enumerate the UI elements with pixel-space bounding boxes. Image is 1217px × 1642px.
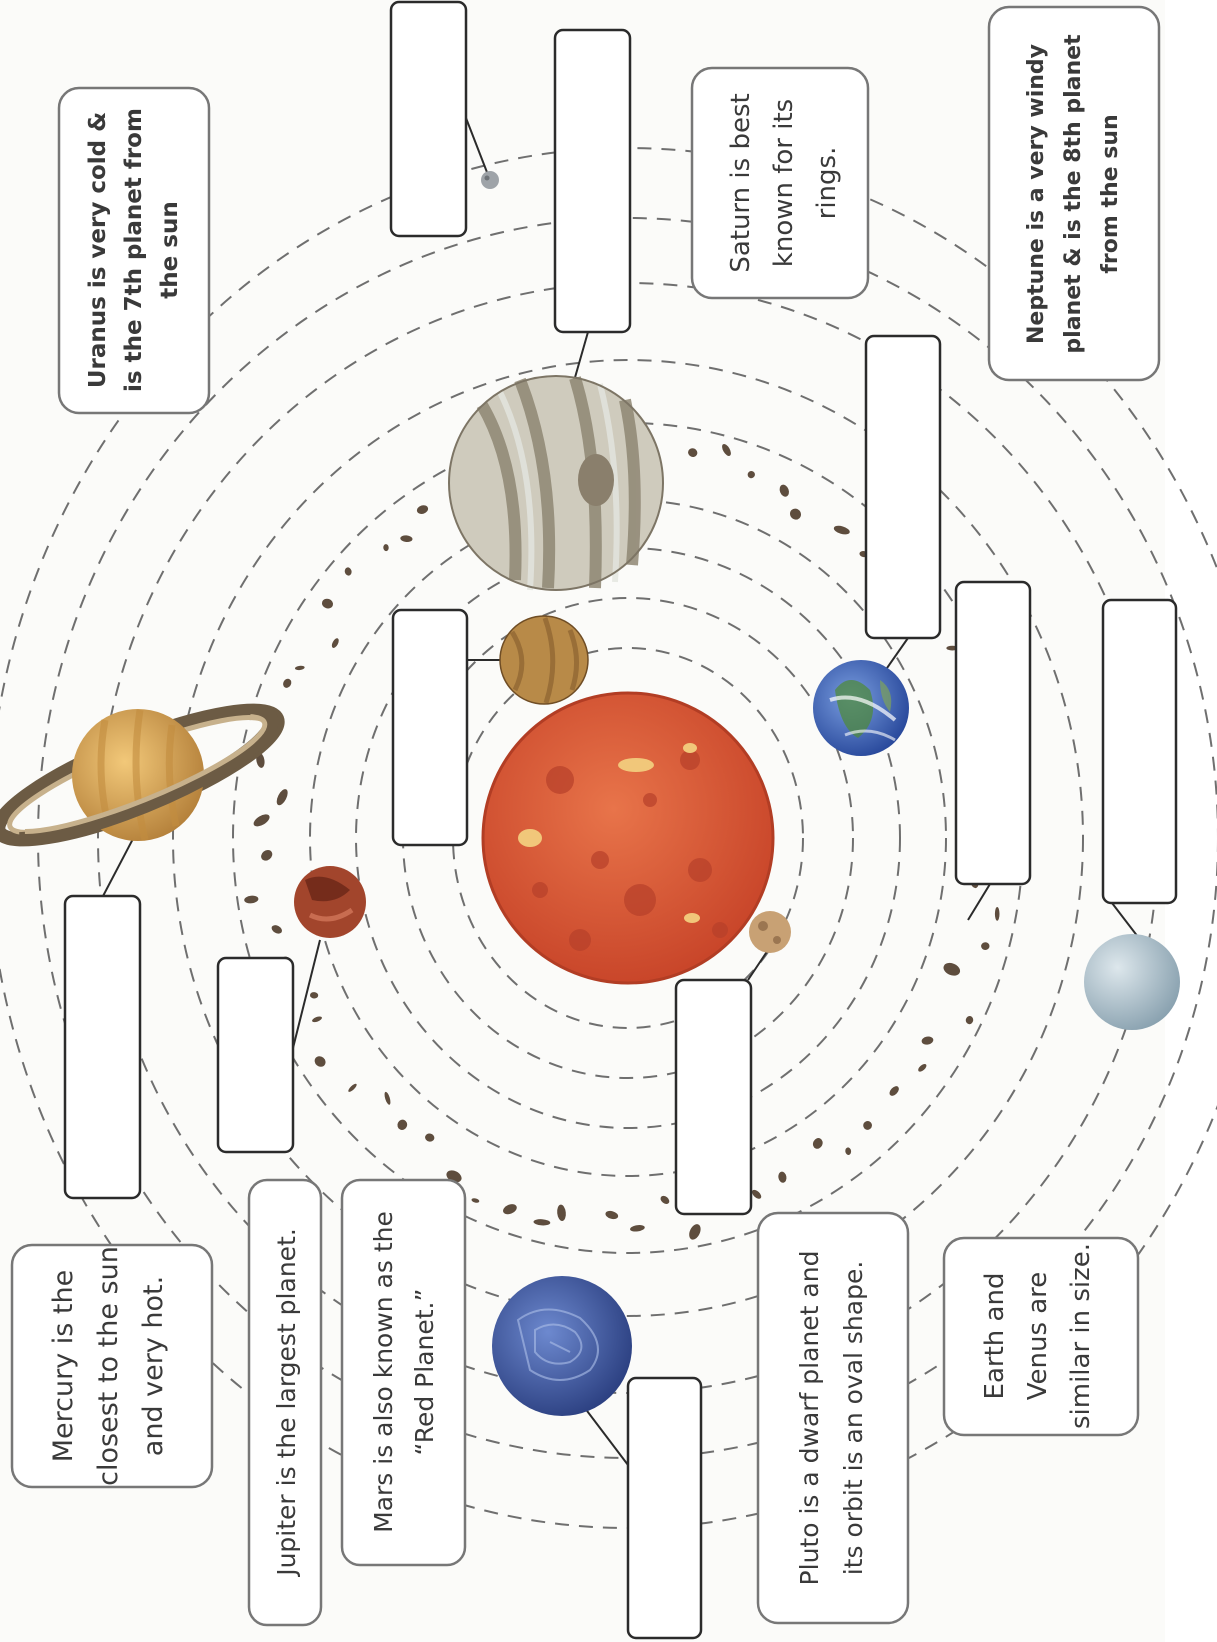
asteroid bbox=[943, 962, 961, 976]
asteroid bbox=[314, 1056, 326, 1067]
asteroid bbox=[271, 925, 283, 934]
asteroid bbox=[283, 678, 292, 688]
asteroid bbox=[425, 1133, 435, 1142]
asteroid bbox=[503, 1204, 517, 1215]
asteroid bbox=[965, 1016, 974, 1025]
fact-earth-venus-line-3: similar in size. bbox=[1066, 1243, 1096, 1429]
asteroid bbox=[310, 992, 319, 999]
fact-uranus-line-3: the sun bbox=[157, 201, 183, 298]
label-box-saturn[interactable] bbox=[63, 894, 142, 1200]
earth-planet bbox=[813, 660, 909, 756]
fact-jupiter-line-1: Jupiter is the largest planet. bbox=[272, 1228, 301, 1578]
neptune-planet bbox=[492, 1276, 632, 1416]
asteroid bbox=[312, 1016, 322, 1023]
asteroid bbox=[294, 665, 305, 671]
uranus-planet bbox=[1084, 934, 1180, 1030]
fact-earth-venus: Earth and Venus are similar in size. bbox=[980, 1243, 1096, 1429]
fact-mercury-line-3: and very hot. bbox=[138, 1276, 169, 1456]
fact-neptune-line-2: planet & is the 8th planet bbox=[1061, 34, 1086, 354]
label-box-moon[interactable] bbox=[389, 0, 468, 238]
asteroid bbox=[779, 484, 789, 497]
asteroid bbox=[751, 1189, 762, 1199]
orbit-path bbox=[172, 359, 1084, 1317]
label-box-uranus[interactable] bbox=[1101, 598, 1178, 905]
fact-neptune-line-3: from the sun bbox=[1098, 114, 1123, 273]
fact-mars-line-2: “Red Planet.” bbox=[410, 1289, 439, 1456]
label-box-mercury[interactable] bbox=[674, 978, 753, 1216]
asteroid bbox=[321, 598, 334, 609]
asteroid bbox=[630, 1225, 645, 1232]
asteroid bbox=[383, 544, 389, 552]
asteroid bbox=[276, 789, 288, 806]
moon bbox=[481, 171, 499, 189]
asteroid bbox=[331, 638, 339, 648]
fact-uranus-line-2: is the 7th planet from bbox=[121, 108, 147, 392]
asteroid bbox=[918, 1063, 927, 1072]
asteroid bbox=[747, 470, 755, 479]
fact-pluto: Pluto is a dwarf planet and its orbit is… bbox=[795, 1251, 868, 1586]
asteroid bbox=[471, 1198, 480, 1203]
asteroid bbox=[845, 1147, 852, 1155]
asteroid bbox=[344, 567, 352, 576]
fact-saturn-line-2: known for its bbox=[769, 99, 799, 267]
fact-box-frames bbox=[10, 5, 1161, 1627]
asteroid bbox=[533, 1219, 551, 1226]
mars-planet bbox=[294, 866, 366, 938]
asteroid bbox=[416, 505, 429, 514]
asteroid bbox=[689, 1224, 701, 1240]
fact-neptune-line-1: Neptune is a very windy bbox=[1024, 44, 1049, 344]
asteroid bbox=[244, 895, 259, 904]
fact-saturn: Saturn is best known for its rings. bbox=[726, 93, 842, 272]
mercury-planet bbox=[749, 911, 791, 953]
fact-saturn-line-1: Saturn is best bbox=[726, 93, 756, 272]
asteroid bbox=[660, 1195, 670, 1204]
asteroid bbox=[921, 1036, 934, 1045]
label-boxes bbox=[63, 0, 1178, 1640]
asteroid bbox=[348, 1083, 357, 1092]
asteroid bbox=[261, 850, 273, 861]
asteroid bbox=[384, 1091, 391, 1105]
fact-mars: Mars is also known as the “Red Planet.” bbox=[369, 1211, 439, 1533]
fact-uranus: Uranus is very cold & is the 7th planet … bbox=[85, 108, 183, 392]
asteroid bbox=[778, 1171, 787, 1183]
asteroid bbox=[722, 443, 731, 457]
asteroid bbox=[863, 1120, 872, 1130]
asteroid bbox=[397, 1119, 408, 1130]
asteroid bbox=[557, 1204, 566, 1221]
fact-jupiter: Jupiter is the largest planet. bbox=[272, 1228, 301, 1578]
jupiter-planet bbox=[448, 375, 664, 591]
asteroid bbox=[688, 448, 698, 457]
asteroid bbox=[253, 814, 270, 827]
label-box-jupiter[interactable] bbox=[553, 28, 632, 334]
orbit-path bbox=[452, 647, 804, 1029]
fact-uranus-line-1: Uranus is very cold & bbox=[85, 112, 111, 388]
asteroid bbox=[833, 525, 850, 535]
asteroid bbox=[812, 1138, 823, 1149]
asteroid bbox=[889, 1086, 899, 1096]
fact-mars-line-1: Mars is also known as the bbox=[369, 1211, 398, 1533]
fact-pluto-line-2: its orbit is an oval shape. bbox=[839, 1261, 868, 1576]
fact-mercury-line-1: Mercury is the bbox=[48, 1270, 79, 1463]
label-box-neptune[interactable] bbox=[626, 1376, 703, 1640]
asteroid bbox=[605, 1210, 619, 1220]
label-box-asteroid-belt[interactable] bbox=[954, 580, 1032, 886]
fact-earth-venus-line-1: Earth and bbox=[980, 1273, 1010, 1400]
label-box-venus[interactable] bbox=[391, 608, 469, 847]
fact-saturn-line-3: rings. bbox=[812, 147, 842, 220]
venus-planet bbox=[499, 615, 589, 705]
asteroid bbox=[981, 942, 990, 951]
fact-earth-venus-line-2: Venus are bbox=[1023, 1272, 1053, 1401]
label-box-mars[interactable] bbox=[216, 956, 295, 1154]
asteroid bbox=[400, 535, 413, 543]
fact-mercury-line-2: closest to the sun bbox=[93, 1246, 124, 1486]
sun bbox=[481, 691, 775, 985]
label-box-earth[interactable] bbox=[864, 334, 942, 640]
saturn-planet bbox=[0, 703, 285, 847]
asteroid bbox=[994, 907, 1000, 921]
fact-neptune: Neptune is a very windy planet & is the … bbox=[1024, 34, 1123, 354]
asteroid bbox=[790, 508, 801, 520]
fact-mercury: Mercury is the closest to the sun and ve… bbox=[48, 1246, 169, 1486]
fact-pluto-line-1: Pluto is a dwarf planet and bbox=[795, 1251, 824, 1586]
